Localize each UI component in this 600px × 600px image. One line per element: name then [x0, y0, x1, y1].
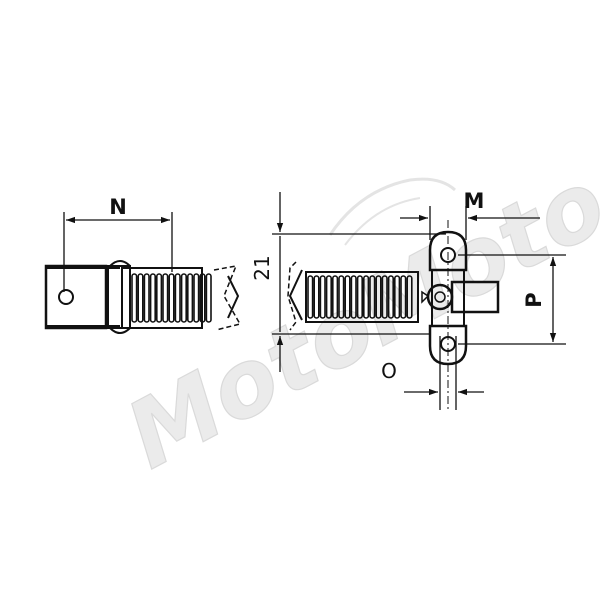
- left-spring-outline: [121, 267, 203, 329]
- spring-coil: [331, 275, 339, 319]
- spring-coil: [369, 275, 376, 319]
- spring-coil: [406, 275, 413, 319]
- dimension-m-label: M: [464, 189, 485, 213]
- spring-coil: [375, 275, 382, 319]
- right-spring-outline: [305, 271, 419, 323]
- spring-coil: [338, 275, 345, 319]
- right-spring-coils: [307, 275, 413, 319]
- spring-coil: [156, 273, 163, 323]
- spring-coil: [325, 275, 333, 319]
- spring-coil: [187, 273, 194, 323]
- spring-coil: [319, 275, 326, 319]
- spring-coil: [199, 273, 206, 323]
- hinge-plate: [428, 230, 468, 272]
- left-spring-coils: [131, 273, 212, 323]
- spring-coil: [307, 275, 314, 319]
- hinge-arm: [450, 280, 500, 314]
- spring-coil: [162, 273, 169, 323]
- spring-coil: [143, 273, 150, 323]
- spring-coil: [387, 275, 395, 319]
- spring-coil: [193, 273, 200, 323]
- dimension-n-label: N: [109, 195, 127, 219]
- left-bracket: [44, 264, 108, 330]
- spring-coil: [344, 275, 351, 319]
- dimension-height-label: 21: [250, 255, 274, 280]
- left-bracket-hole: [58, 289, 74, 305]
- left-view: N: [44, 195, 242, 334]
- watermark-logo: MotoMoto: [109, 148, 600, 490]
- dimension-o-label: O: [381, 359, 397, 383]
- spring-coil: [180, 273, 188, 323]
- spring-coil: [393, 275, 401, 319]
- spring-coil: [381, 275, 388, 319]
- dimension-p-label: P: [522, 292, 546, 307]
- spring-coil: [356, 275, 364, 319]
- svg-text:MotoMoto: MotoMoto: [110, 149, 600, 489]
- spring-coil: [350, 275, 357, 319]
- spring-coil: [168, 273, 175, 323]
- spring-coil: [313, 275, 320, 319]
- right-view: 21 M P O: [250, 189, 566, 410]
- spring-coil: [205, 273, 212, 323]
- spring-coil: [174, 273, 181, 323]
- spring-coil: [137, 273, 144, 323]
- spring-coil: [131, 273, 138, 323]
- right-break-line: [288, 269, 303, 321]
- spring-coil: [362, 275, 370, 319]
- spring-coil: [400, 275, 407, 319]
- spring-coil: [149, 273, 157, 323]
